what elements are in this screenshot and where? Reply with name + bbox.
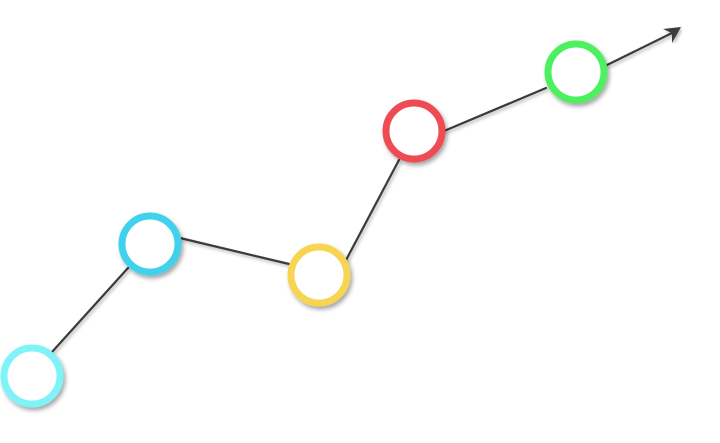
node-4	[382, 99, 446, 163]
connector-2-3	[178, 236, 291, 266]
connector-4-5	[442, 86, 548, 133]
node-1	[0, 344, 64, 408]
arrow-head-icon	[663, 27, 681, 43]
node-2	[118, 212, 182, 276]
connector-lines	[50, 31, 674, 354]
connector-5-arrow	[603, 31, 674, 68]
node-group	[0, 40, 608, 408]
connector-1-2	[50, 266, 130, 354]
node-5	[544, 40, 608, 104]
node-3	[287, 243, 351, 307]
connector-3-4	[343, 158, 401, 264]
